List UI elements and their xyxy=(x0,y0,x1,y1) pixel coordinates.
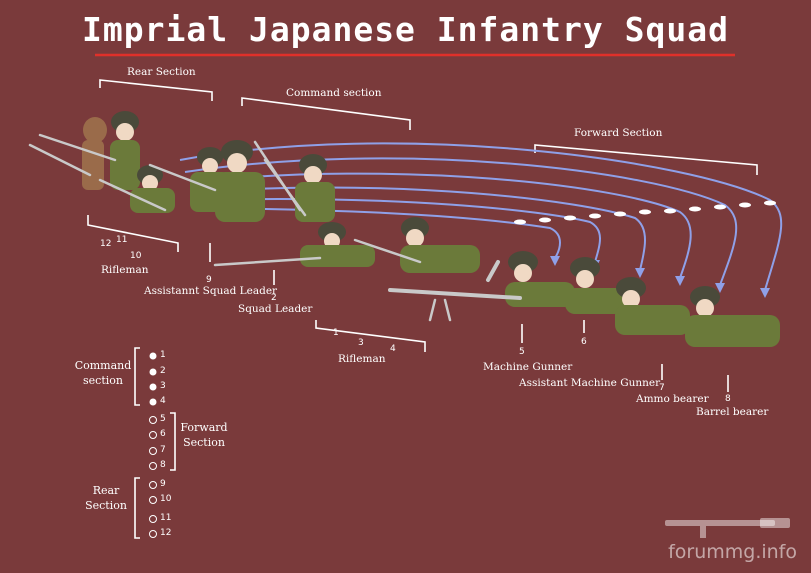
rifle xyxy=(213,256,322,267)
number-10: 10 xyxy=(130,251,142,261)
arrow-head xyxy=(635,268,645,278)
page-title: Imprial Japanese Infantry Squad xyxy=(82,10,729,49)
role-label-machine-gunner: Machine Gunner xyxy=(483,361,573,373)
watermark-text: forummg.info xyxy=(668,541,797,563)
legend-forward-label-line2: Section xyxy=(183,436,225,449)
legend-rear-label-line2: Section xyxy=(85,499,127,512)
number-8: 8 xyxy=(725,394,731,404)
number-5: 5 xyxy=(519,347,525,357)
role-label-barrel-bearer: Barrel bearer xyxy=(696,406,769,418)
legend-command-label-line1: Command xyxy=(74,359,132,372)
footprints xyxy=(514,200,776,225)
forward-section-bracket xyxy=(534,144,758,175)
number-3: 3 xyxy=(358,338,364,348)
legend-rear-bracket xyxy=(134,477,140,539)
command-rifleman-bracket xyxy=(315,320,426,352)
command-section-label: Command section xyxy=(286,87,382,99)
legend-forward-bracket xyxy=(170,412,176,471)
rifle xyxy=(98,178,167,212)
number-4: 4 xyxy=(390,344,396,354)
legend-rear-label: Rear Section xyxy=(78,483,134,513)
legend-forward-label-line1: Forward xyxy=(180,421,228,434)
rifle xyxy=(263,158,307,217)
role-label-squad-leader: Squad Leader xyxy=(238,303,313,315)
legend-rear-icons xyxy=(149,481,157,538)
legend-item-9: 9 xyxy=(160,479,166,489)
soldier-6 xyxy=(565,257,635,314)
command-section-bracket xyxy=(241,97,411,130)
soldier-7 xyxy=(615,277,690,335)
rear-section-label: Rear Section xyxy=(127,66,196,78)
arrow-path xyxy=(189,172,692,279)
rifle xyxy=(353,238,422,264)
role-label-rifleman-rear: Rifleman xyxy=(101,264,149,276)
role-label-assistant-machine-gunner: Assistant Machine Gunner xyxy=(519,377,661,389)
legend-item-3: 3 xyxy=(160,381,166,391)
rifle xyxy=(28,143,92,177)
arrow-head xyxy=(715,283,725,293)
soldier-8 xyxy=(685,286,780,347)
legend-command-bracket xyxy=(134,347,140,406)
legend-item-12: 12 xyxy=(160,528,172,538)
legend-item-10: 10 xyxy=(160,494,172,504)
arrow-head xyxy=(550,256,560,266)
legend-brackets xyxy=(134,347,176,539)
mg-bipod xyxy=(443,298,452,322)
legend-command-label: Command section xyxy=(72,358,134,388)
arrow-path xyxy=(184,157,738,286)
soldier-figures xyxy=(82,111,780,347)
legend-forward-label: Forward Section xyxy=(176,420,232,450)
role-label-assistant-squad-leader: Assistannt Squad Leader xyxy=(144,285,278,297)
legend-forward-icons xyxy=(149,416,157,470)
legend-item-1: 1 xyxy=(160,350,166,360)
forward-section-label: Forward Section xyxy=(574,127,663,139)
rifle xyxy=(148,163,217,192)
watermark-rifle-icon xyxy=(665,518,790,538)
mg-magazine xyxy=(486,260,500,282)
number-6: 6 xyxy=(581,337,587,347)
movement-arrows xyxy=(179,142,783,291)
arrow-head xyxy=(760,288,770,298)
role-label-ammo-bearer: Ammo bearer xyxy=(636,393,709,405)
number-9: 9 xyxy=(206,275,212,285)
soldier-3 xyxy=(300,222,375,267)
machine-gun xyxy=(388,288,522,300)
soldier-1 xyxy=(295,154,335,222)
legend-item-6: 6 xyxy=(160,429,166,439)
pointer-lines xyxy=(87,215,729,392)
legend-command-icons xyxy=(149,352,157,406)
legend-item-8: 8 xyxy=(160,460,166,470)
soldier-5 xyxy=(505,251,575,307)
legend-item-11: 11 xyxy=(160,513,172,523)
soldier-squad-leader xyxy=(215,140,265,222)
number-12: 12 xyxy=(100,239,112,249)
arrow-head xyxy=(675,276,685,286)
soldier-4 xyxy=(400,217,480,273)
legend-item-4: 4 xyxy=(160,396,166,406)
soldier-12 xyxy=(82,117,107,190)
role-label-rifleman-command: Rifleman xyxy=(338,353,386,365)
legend-command-label-line2: section xyxy=(83,374,123,387)
legend-icons xyxy=(149,352,157,538)
rear-section-bracket xyxy=(99,79,213,101)
soldier-11 xyxy=(110,111,140,190)
weapons xyxy=(28,133,522,322)
number-11: 11 xyxy=(116,235,128,245)
legend-item-2: 2 xyxy=(160,366,166,376)
number-7: 7 xyxy=(659,383,665,393)
legend-rear-label-line1: Rear xyxy=(92,484,120,497)
rifle xyxy=(38,133,117,162)
mg-bipod xyxy=(428,298,437,322)
legend-item-5: 5 xyxy=(160,414,166,424)
arrow-path xyxy=(179,142,783,291)
soldier-10 xyxy=(130,165,175,213)
legend-item-7: 7 xyxy=(160,445,166,455)
number-1: 1 xyxy=(333,328,339,338)
rear-rifleman-bracket xyxy=(87,215,179,252)
number-2: 2 xyxy=(271,293,277,303)
